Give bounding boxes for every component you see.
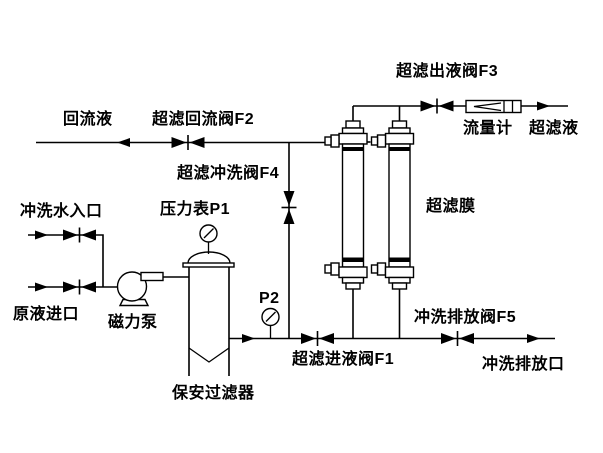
label-valve-f2: 超滤回流阀F2: [152, 111, 255, 128]
label-pressure-gauge-p1: 压力表P1: [160, 201, 231, 218]
label-flush-drain-outlet: 冲洗排放口: [482, 356, 565, 373]
flow-arrow-drain-icon: [527, 334, 540, 343]
magnetic-pump-icon: [116, 271, 164, 307]
flow-arrow-reflux-icon: [117, 138, 130, 147]
piping: [28, 105, 568, 340]
security-filter-icon: [182, 251, 235, 376]
valve-f5-icon: [440, 330, 475, 347]
label-flow-meter: 流量计: [463, 120, 513, 137]
label-valve-f5: 冲洗排放阀F5: [414, 309, 517, 326]
flow-arrow-ultrafiltrate-icon: [537, 101, 550, 111]
label-magnetic-pump: 磁力泵: [108, 314, 158, 331]
flow-arrow-raw-inlet-icon: [35, 282, 48, 292]
label-uf-membrane: 超滤膜: [426, 198, 476, 215]
flow-meter-icon: [465, 99, 522, 114]
pressure-gauge-p1-icon: [199, 224, 218, 254]
label-valve-f3: 超滤出液阀F3: [396, 63, 499, 80]
membrane-module-1: [324, 105, 368, 340]
membrane-module-2: [370, 105, 415, 340]
valve-f4-icon: [280, 190, 298, 225]
flow-arrow-flush-inlet-icon: [35, 230, 48, 240]
label-valve-f4: 超滤冲洗阀F4: [177, 165, 280, 182]
pressure-gauge-p2-icon: [261, 307, 280, 339]
flush-inlet-valve-icon: [62, 226, 97, 244]
valve-f1-icon: [300, 330, 335, 347]
raw-inlet-valve-icon: [62, 278, 97, 296]
label-security-filter: 保安过滤器: [172, 385, 255, 402]
label-pressure-gauge-p2: P2: [259, 290, 280, 307]
pipe-flush-water-inlet: [28, 234, 104, 287]
valve-f2-icon: [170, 134, 206, 151]
label-ultrafiltrate: 超滤液: [529, 120, 579, 137]
valve-f3-icon: [419, 97, 455, 115]
label-flush-water-inlet: 冲洗水入口: [20, 203, 103, 220]
label-reflux-liquid: 回流液: [63, 111, 113, 128]
label-raw-liquid-inlet: 原液进口: [13, 306, 80, 323]
flow-arrow-filter-outlet-icon: [242, 334, 255, 343]
label-valve-f1: 超滤进液阀F1: [292, 351, 395, 368]
